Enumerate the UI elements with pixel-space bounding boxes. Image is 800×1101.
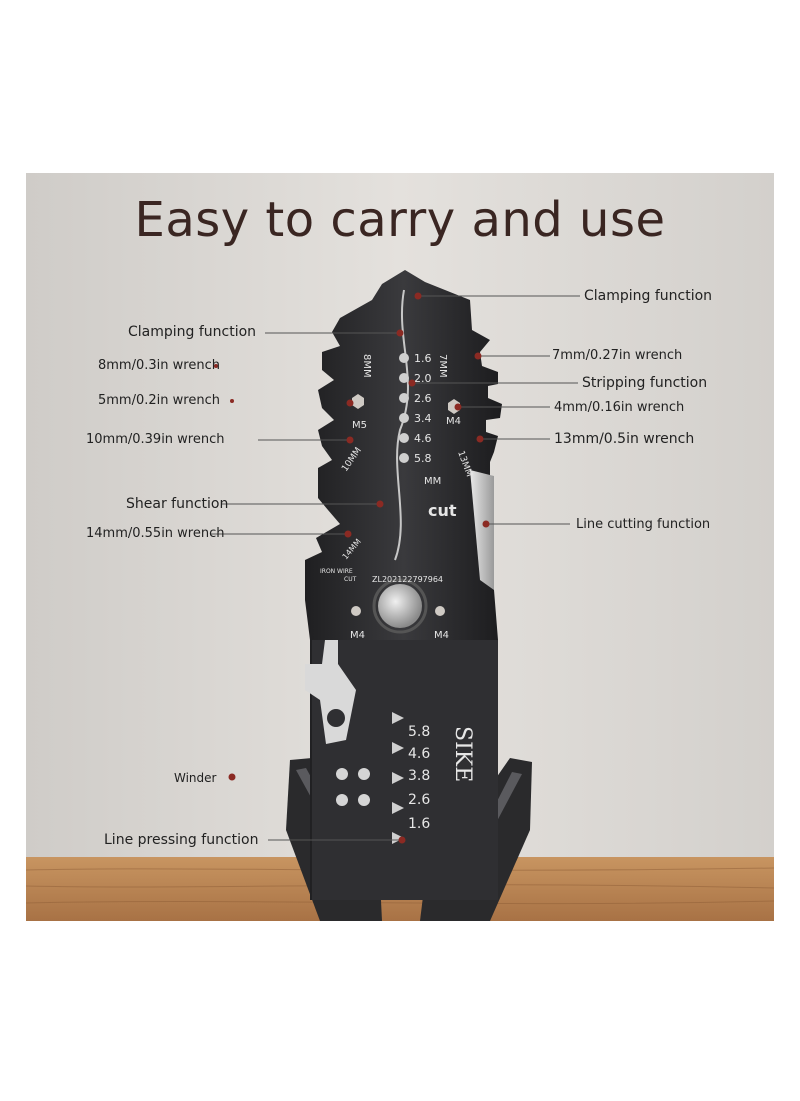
stripping-teeth <box>399 353 409 463</box>
strip-size-label: 5.8 <box>414 452 432 465</box>
label-shear: Shear function <box>126 496 229 512</box>
label-wrench-14mm: 14mm/0.55in wrench <box>86 526 225 541</box>
wrench-7mm-marking: 7MM <box>437 354 448 378</box>
callout-leaders <box>210 292 580 844</box>
press-size-label: 4.6 <box>408 746 430 762</box>
m4-right-label: M4 <box>434 630 449 641</box>
m5-label: M5 <box>352 420 367 431</box>
cutting-blade <box>470 470 494 590</box>
strip-size-label: 2.6 <box>414 392 432 405</box>
wrench-8mm-marking: 8MM <box>361 354 372 378</box>
cut-small-marking: CUT <box>344 576 357 583</box>
label-clamping-top: Clamping function <box>584 288 713 304</box>
brand-logo: SIKE <box>450 726 475 782</box>
label-wrench-5mm: 5mm/0.2in wrench <box>98 393 220 408</box>
strip-size-label: 2.0 <box>414 372 432 385</box>
iron-wire-marking: IRON WIRE <box>320 568 353 575</box>
press-size-label: 5.8 <box>408 724 430 740</box>
winder-holes <box>336 768 370 806</box>
winder-lever-hole <box>327 709 345 727</box>
label-stripping: Stripping function <box>582 375 708 391</box>
label-wrench-4mm: 4mm/0.16in wrench <box>554 400 685 415</box>
label-wrench-10mm: 10mm/0.39in wrench <box>86 432 225 447</box>
label-winder: Winder <box>174 771 217 785</box>
crimp-teeth <box>392 712 404 844</box>
press-size-label: 2.6 <box>408 792 430 808</box>
cut-label: cut <box>428 501 457 520</box>
label-line-pressing: Line pressing function <box>104 832 259 848</box>
strip-size-label: 3.4 <box>414 412 432 425</box>
label-wrench-13mm: 13mm/0.5in wrench <box>554 431 695 447</box>
strip-size-label: 1.6 <box>414 352 432 365</box>
headline: Easy to carry and use <box>134 192 666 248</box>
strip-size-label: 4.6 <box>414 432 432 445</box>
label-wrench-8mm: 8mm/0.3in wrench <box>98 358 220 373</box>
serial-number: ZL202122797964 <box>372 575 443 584</box>
pivot-rivet-rim <box>372 578 428 634</box>
strip-gauge: 1.6 2.0 2.6 3.4 4.6 5.8 <box>414 352 432 465</box>
wrench-holes <box>351 394 460 616</box>
mm-label: MM <box>424 476 441 487</box>
label-line-cutting: Line cutting function <box>576 517 711 532</box>
m4-left-label: M4 <box>350 630 365 641</box>
m4-small-label: M4 <box>446 416 461 427</box>
label-wrench-7mm: 7mm/0.27in wrench <box>552 348 683 363</box>
label-clamping-left: Clamping function <box>128 324 257 340</box>
pivot-rivet <box>378 584 422 628</box>
press-size-label: 3.8 <box>408 768 430 784</box>
press-size-label: 1.6 <box>408 816 430 832</box>
press-gauge: 5.8 4.6 3.8 2.6 1.6 <box>408 724 430 832</box>
